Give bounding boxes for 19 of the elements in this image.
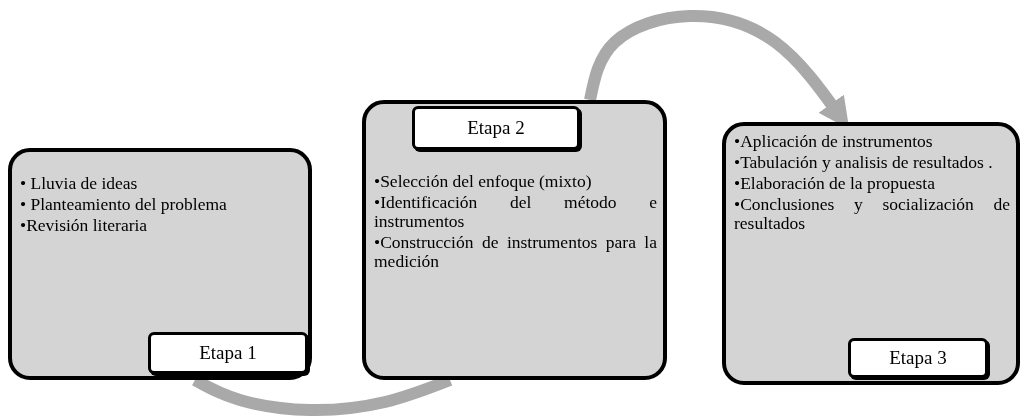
bullet-item: • Lluvia de ideas xyxy=(20,174,139,193)
bullet-item: •Tabulación y analisis de resultados . xyxy=(734,153,994,172)
bullet-item: •Aplicación de instrumentos xyxy=(734,132,934,151)
stage-label-box xyxy=(148,332,308,374)
bullet-item: • Planteamiento del problema xyxy=(20,195,228,214)
bullet-item: •Conclusiones y socialización de resultados xyxy=(734,195,1010,233)
stage-title: Etapa 3 xyxy=(889,347,947,369)
stage-box xyxy=(722,122,1020,385)
bullet-item: •Identificación del método e instrumentos xyxy=(374,193,657,231)
stage-label-box xyxy=(848,338,988,378)
stage-box xyxy=(8,148,312,380)
bullet-item: •Elaboración de la propuesta xyxy=(734,174,936,193)
stage-title: Etapa 2 xyxy=(467,117,525,139)
stage-box xyxy=(362,100,667,380)
bullet-item: •Revisión literaria xyxy=(20,216,149,235)
bullet-item: •Selección del enfoque (mixto) xyxy=(374,172,593,191)
stage-title: Etapa 1 xyxy=(199,342,257,364)
bullet-item: •Construcción de instrumentos para la medición xyxy=(374,233,657,271)
stage-label-box xyxy=(412,106,580,150)
